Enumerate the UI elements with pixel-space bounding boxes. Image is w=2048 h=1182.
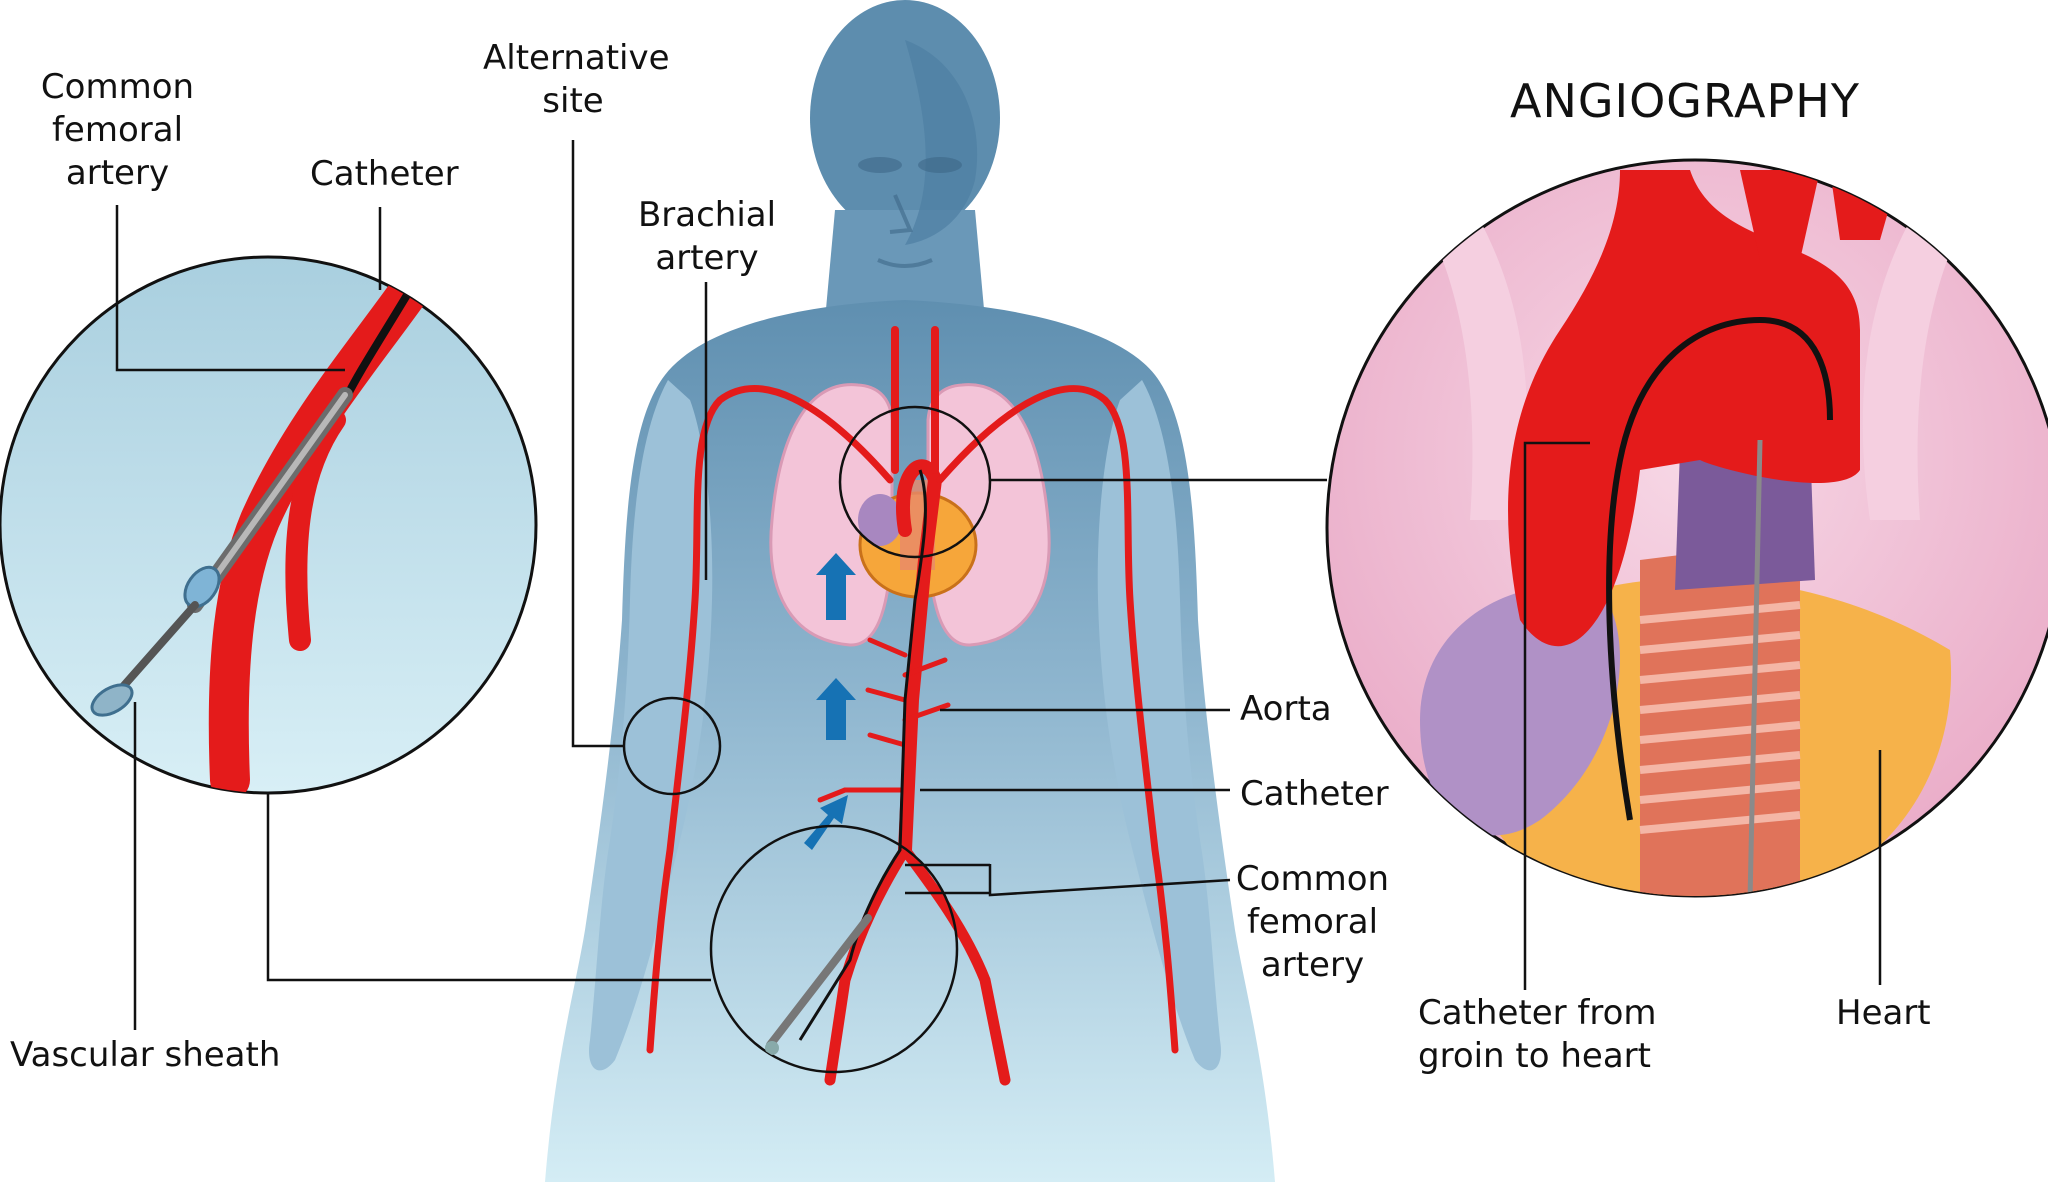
label-line: groin to heart bbox=[1418, 1036, 1651, 1076]
flow-arrows bbox=[804, 553, 856, 850]
label-line: Alternative bbox=[483, 38, 670, 78]
label-catheter-mid: Catheter bbox=[1240, 774, 1389, 814]
diagram-title: ANGIOGRAPHY bbox=[1510, 74, 1860, 128]
label-line: artery bbox=[655, 238, 759, 278]
label-catheter-top: Catheter bbox=[310, 154, 459, 194]
right-zoom-circle bbox=[1325, 158, 2048, 898]
label-line: Brachial bbox=[637, 195, 777, 235]
label-line: Catheter from bbox=[1418, 993, 1657, 1033]
label-common-femoral-artery-left: Common femoral artery bbox=[40, 66, 195, 195]
label-brachial-artery: Brachial artery bbox=[633, 194, 781, 280]
sheath-small bbox=[765, 914, 872, 1055]
label-line: Common bbox=[1235, 859, 1390, 899]
femoral-zoom-circle bbox=[709, 824, 959, 1074]
label-alternative-site: Alternative site bbox=[483, 37, 670, 123]
label-vascular-sheath: Vascular sheath bbox=[10, 1035, 281, 1075]
label-line: site bbox=[542, 81, 604, 121]
label-common-femoral-artery-right: Common femoral artery bbox=[1235, 858, 1390, 987]
label-line: artery bbox=[1260, 945, 1365, 985]
label-catheter-from-groin-to-heart: Catheter from groin to heart bbox=[1418, 992, 1657, 1078]
label-heart: Heart bbox=[1836, 993, 1931, 1033]
heart-zoom-circle bbox=[838, 405, 992, 559]
leader-lines bbox=[115, 140, 1882, 1030]
label-line: artery bbox=[65, 153, 170, 193]
label-line: femoral bbox=[51, 110, 184, 150]
label-aorta: Aorta bbox=[1240, 689, 1332, 729]
label-line: Common bbox=[40, 67, 195, 107]
label-line: femoral bbox=[1246, 902, 1379, 942]
left-zoom-circle bbox=[0, 255, 538, 795]
